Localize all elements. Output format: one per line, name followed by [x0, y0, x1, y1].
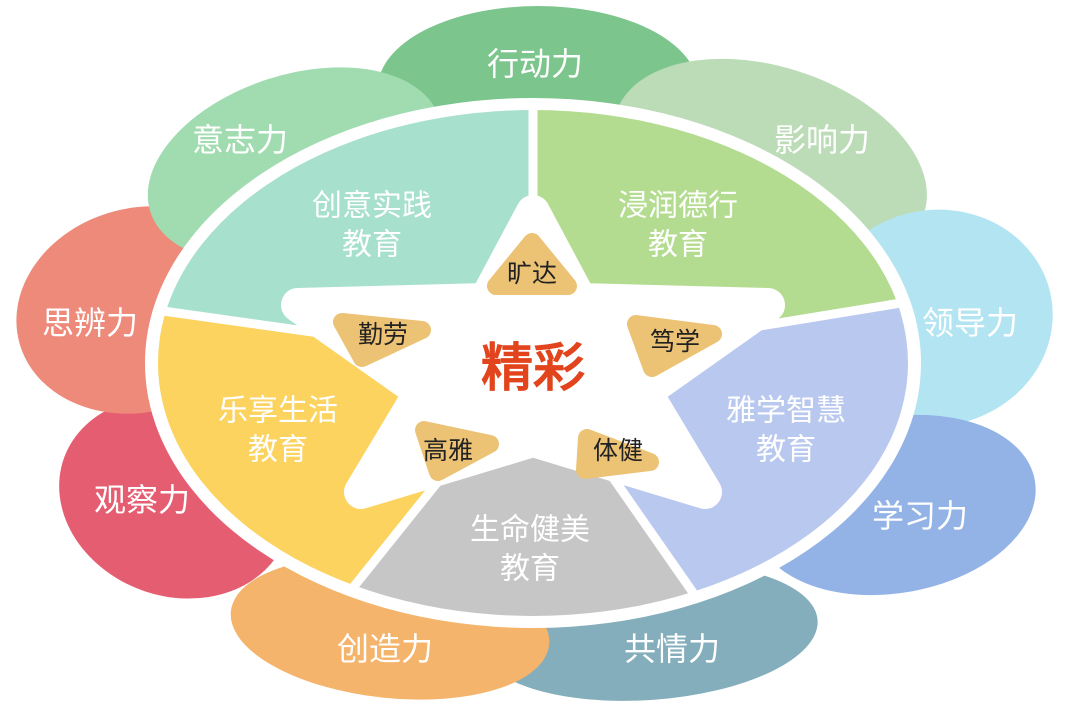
star-point-elegant	[415, 421, 499, 481]
star-label-healthy: 体健	[593, 436, 643, 465]
segment-label-moral-education-line1: 浸润德行	[618, 189, 738, 224]
star-point-hardworking	[333, 313, 431, 367]
petal-label-leadership: 领导力	[922, 304, 1018, 342]
segment-label-moral-education-line2: 教育	[648, 228, 708, 263]
segment-label-wisdom-education-line2: 教育	[756, 433, 816, 468]
star-label-elegant: 高雅	[423, 436, 473, 465]
petal-label-learning: 学习力	[872, 497, 968, 535]
star-point-broadminded	[487, 233, 577, 295]
segment-label-life-education-line2: 教育	[248, 433, 308, 468]
star-point-diligent-study	[627, 315, 722, 377]
segment-label-health-education-line1: 生命健美	[470, 513, 590, 548]
center-label: 精彩	[481, 339, 585, 399]
segment-label-life-education-line1: 乐享生活	[218, 394, 338, 429]
segment-label-creative-practice-line2: 教育	[342, 228, 402, 263]
petal-label-influence: 影响力	[774, 121, 870, 159]
segment-label-wisdom-education-line1: 雅学智慧	[726, 394, 846, 429]
center-star	[281, 195, 785, 509]
star-point-group	[333, 233, 722, 481]
star-point-healthy	[576, 429, 659, 479]
segment-label-creative-practice-line1: 创意实践	[312, 189, 432, 224]
petal-label-observation: 观察力	[94, 481, 190, 519]
petal-label-critical-thinking: 思辨力	[42, 304, 138, 342]
petal-label-creativity: 创造力	[337, 630, 433, 668]
petal-label-empathy: 共情力	[624, 630, 720, 668]
petal-label-willpower: 意志力	[192, 121, 288, 159]
segment-label-health-education-line2: 教育	[500, 552, 560, 587]
petal-label-action: 行动力	[487, 45, 583, 83]
star-label-hardworking: 勤劳	[358, 320, 408, 349]
star-label-broadminded: 旷达	[507, 259, 557, 288]
star-label-diligent-study: 笃学	[650, 327, 700, 356]
segment-health-education	[300, 363, 735, 616]
